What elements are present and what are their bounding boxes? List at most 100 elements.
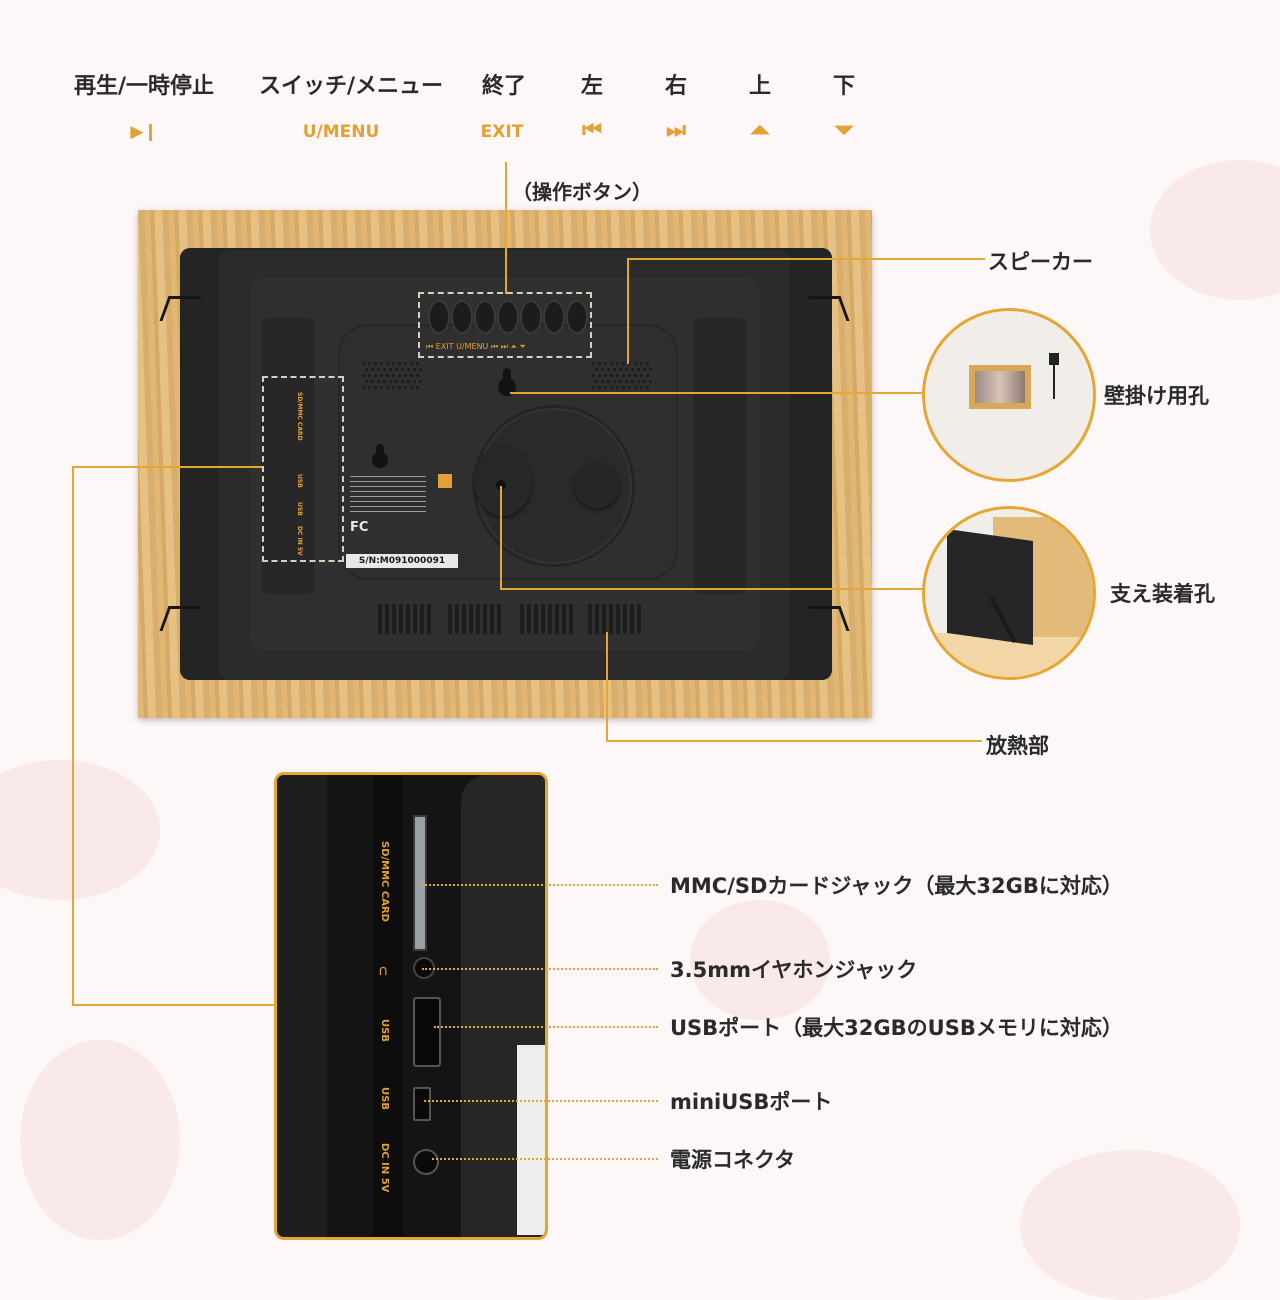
port-leader-sd xyxy=(422,884,658,886)
vent-slot xyxy=(392,604,396,634)
grille-hole xyxy=(616,386,619,389)
vent-slot xyxy=(462,604,466,634)
zoom-label-usb1: USB xyxy=(379,1019,390,1042)
grille-hole xyxy=(413,380,416,383)
grille-hole xyxy=(598,374,601,377)
grille-hole xyxy=(619,368,622,371)
buttons-callout-line xyxy=(505,162,507,294)
vent-slot xyxy=(385,604,389,634)
play-pause-icon: ▶❙ xyxy=(130,122,158,142)
control-label-menu: スイッチ/メニュー xyxy=(258,74,444,99)
grille-hole xyxy=(392,374,395,377)
grille-hole xyxy=(362,374,365,377)
port-label-usb: USBポート（最大32GBのUSBメモリに対応） xyxy=(670,1016,1123,1040)
grille-hole xyxy=(401,368,404,371)
ports-callout-line-a xyxy=(72,466,262,468)
vent-slot xyxy=(616,604,620,634)
grille-hole xyxy=(610,374,613,377)
grille-hole xyxy=(634,362,637,365)
grille-hole xyxy=(640,386,643,389)
grille-hole xyxy=(628,362,631,365)
grille-hole xyxy=(637,380,640,383)
grille-hole xyxy=(368,386,371,389)
grille-hole xyxy=(649,380,652,383)
speaker-callout-line-h xyxy=(627,258,985,260)
grille-hole xyxy=(631,380,634,383)
grille-hole xyxy=(604,374,607,377)
heat-sink-callout-line-h xyxy=(606,740,982,742)
grille-hole xyxy=(380,374,383,377)
wall-hole-label: 壁掛け用孔 xyxy=(1104,384,1209,408)
grille-hole xyxy=(386,362,389,365)
grille-hole xyxy=(377,368,380,371)
zoom-label-card: SD/MMC CARD xyxy=(379,841,390,922)
grille-hole xyxy=(386,386,389,389)
grille-hole xyxy=(607,368,610,371)
control-label-down: 下 xyxy=(832,74,855,99)
grille-hole xyxy=(374,386,377,389)
port-label-miniusb: miniUSBポート xyxy=(670,1090,833,1114)
thumb-stand-device xyxy=(947,528,1033,646)
serial-number: S/N:M091000091 xyxy=(346,554,458,568)
grille-hole xyxy=(640,362,643,365)
right-bevel xyxy=(694,318,746,594)
stand-hole-callout-line-h xyxy=(500,588,924,590)
grille-hole xyxy=(598,362,601,365)
vent-slot xyxy=(562,604,566,634)
grille-hole xyxy=(634,374,637,377)
grille-hole xyxy=(413,368,416,371)
zoom-side-edge xyxy=(277,775,327,1237)
grille-hole xyxy=(592,362,595,365)
zoom-label-dc: DC IN 5V xyxy=(379,1143,390,1193)
speaker-callout-line-v xyxy=(627,258,629,364)
grille-hole xyxy=(371,380,374,383)
grille-hole xyxy=(407,368,410,371)
grille-hole xyxy=(601,380,604,383)
grille-hole xyxy=(365,380,368,383)
vent-slot xyxy=(609,604,613,634)
grille-hole xyxy=(365,368,368,371)
side-label-dc: DC IN 5V xyxy=(296,526,303,556)
grille-hole xyxy=(362,362,365,365)
grille-hole xyxy=(619,380,622,383)
grille-hole xyxy=(407,380,410,383)
port-leader-power xyxy=(432,1158,658,1160)
stand-hole xyxy=(496,480,506,490)
ports-callout-line-b xyxy=(72,466,74,1006)
thumb-wall-cable xyxy=(1053,365,1055,399)
vent-slot xyxy=(595,604,599,634)
speaker-label: スピーカー xyxy=(988,250,1093,274)
vent-slot xyxy=(520,604,524,634)
grille-hole xyxy=(404,386,407,389)
grille-hole xyxy=(416,362,419,365)
grille-hole xyxy=(604,362,607,365)
grille-hole xyxy=(419,380,422,383)
vent-slot xyxy=(483,604,487,634)
thumb-wall-plug-icon xyxy=(1049,353,1059,365)
grille-hole xyxy=(643,380,646,383)
wall-hole-slot xyxy=(503,368,511,384)
vent-slot xyxy=(527,604,531,634)
vent-slot xyxy=(490,604,494,634)
thumb-wall-photo xyxy=(975,371,1025,403)
power-menu-icon: U/MENU xyxy=(302,122,380,142)
panel-button-labels: ⏮ EXIT U/MENU ⏮ ⏭ ⏶ ⏷ xyxy=(426,342,526,351)
exit-icon: EXIT xyxy=(480,122,524,142)
device-button-6 xyxy=(543,300,565,334)
grille-hole xyxy=(398,386,401,389)
zoom-side-face xyxy=(373,775,403,1237)
grille-hole xyxy=(610,362,613,365)
grille-hole xyxy=(368,362,371,365)
product-label: FC S/N:M091000091 xyxy=(346,472,458,568)
power-jack xyxy=(413,1149,439,1175)
zoom-label-usb2: USB xyxy=(379,1087,390,1110)
grille-hole xyxy=(395,368,398,371)
control-label-play-pause: 再生/一時停止 xyxy=(73,74,215,99)
device-button-5 xyxy=(520,300,542,334)
grille-hole xyxy=(622,362,625,365)
port-label-headphone: 3.5mmイヤホンジャック xyxy=(670,958,918,982)
prev-icon: ⏮ xyxy=(582,118,602,143)
grille-hole xyxy=(392,362,395,365)
side-label-usb1: USB xyxy=(296,474,303,488)
port-leader-headphone xyxy=(422,968,658,970)
